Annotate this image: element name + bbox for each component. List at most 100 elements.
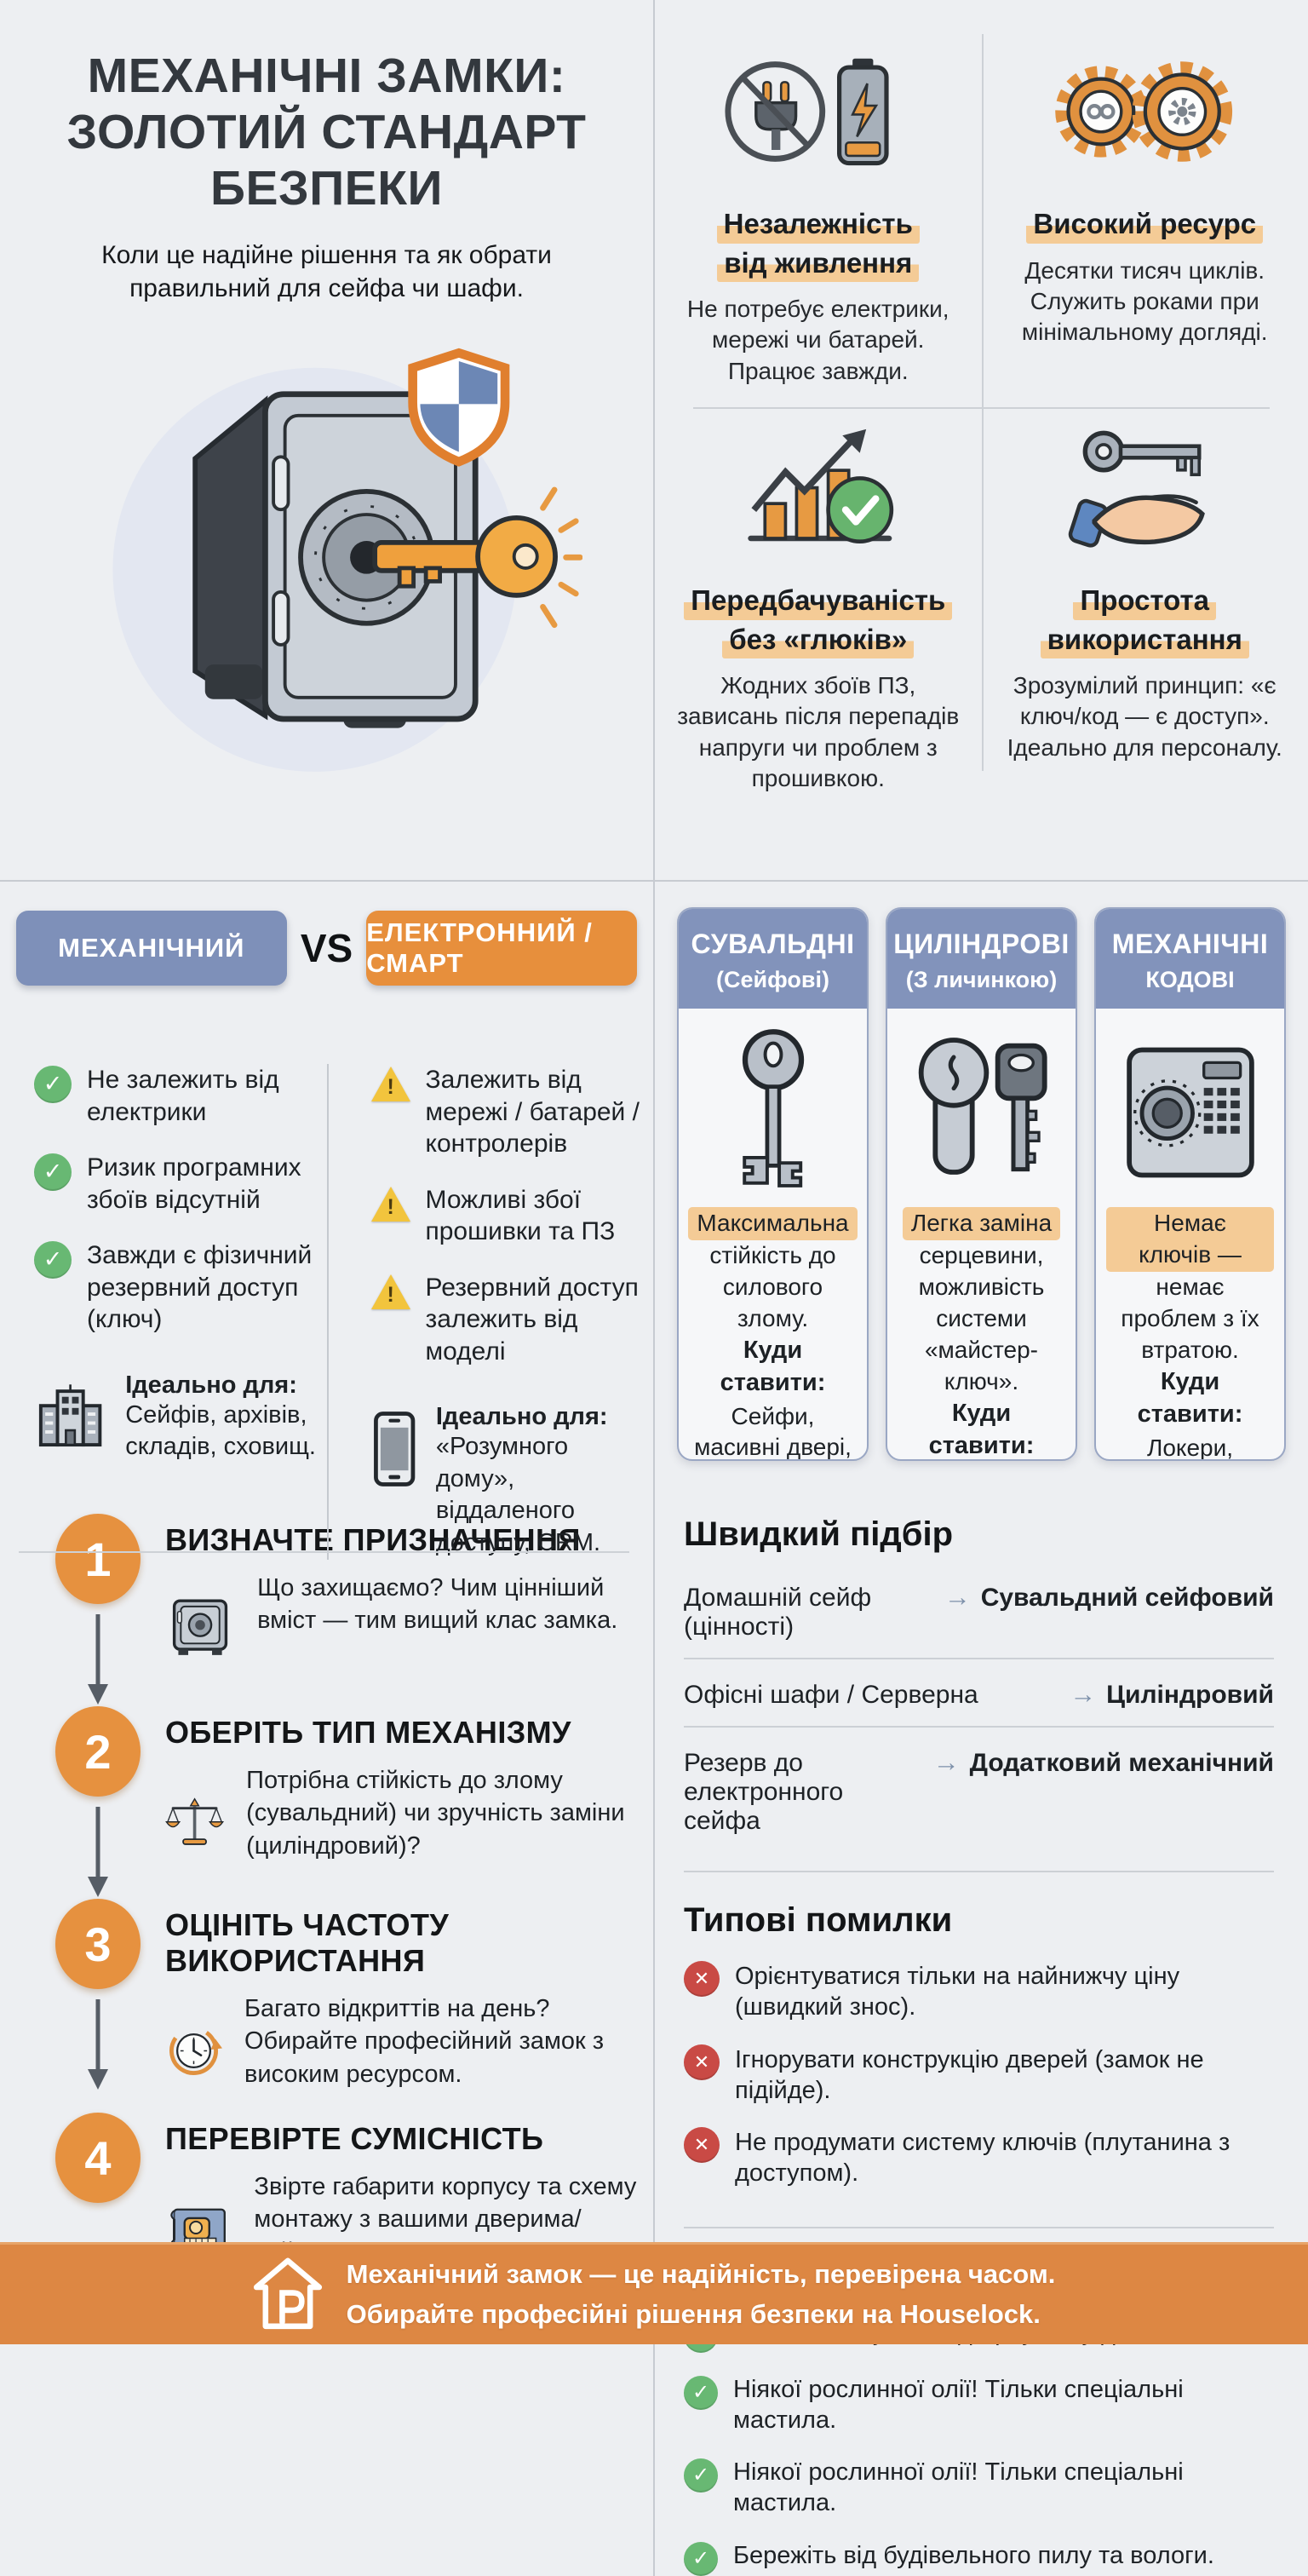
ideal-for-label: Ідеально для:	[436, 1403, 608, 1430]
list-item-text: Завжди є фізичний резервний доступ (ключ…	[87, 1239, 320, 1336]
house-logo-icon	[253, 2257, 323, 2333]
list-item: Залежить від мережі / батарей / контроле…	[371, 1064, 647, 1160]
quick-pick-table: Домашній сейф (цінності) → Сувальдний се…	[684, 1562, 1274, 1852]
ideal-for-text: «Розумного дому», віддаленого доступу, C…	[436, 1431, 646, 1560]
quick-pick-row: Офісні шафи / Серверна → Циліндровий	[684, 1659, 1274, 1728]
subsection-divider	[684, 2227, 1274, 2228]
list-item-text: Резервний доступ залежить від моделі	[426, 1272, 647, 1368]
benefit-title-line: Незалежність	[717, 204, 920, 244]
lock-type-card-code: МЕХАНІЧНІ КОДОВІ	[1094, 907, 1286, 1461]
benefit-text: Десятки тисяч циклів. Служить роками при…	[1004, 256, 1287, 348]
card-subtitle: КОДОВІ	[1099, 967, 1281, 993]
mistake-text: Не продумати систему ключів (плутанина з…	[735, 2127, 1274, 2189]
step-content: ОЦІНІТЬ ЧАСТОТУ ВИКОРИСТАННЯ	[162, 1899, 653, 2113]
lock-type-card-lever: СУВАЛЬДНІ (Сейфові)	[677, 907, 869, 1461]
mechanical-badge: МЕХАНІЧНИЙ	[16, 911, 287, 986]
care-item: Бережіть від будівельного пилу та вологи…	[684, 2540, 1274, 2576]
warning-icon	[371, 1274, 410, 1309]
benefit-simplicity: Простота використання Зрозумілий принцип…	[982, 407, 1308, 795]
cross-icon	[684, 2127, 720, 2163]
care-item: Ніякої рослинної олії! Тільки спеціальні…	[684, 2457, 1274, 2519]
lock-type-card-cylinder: ЦИЛІНДРОВІ (З личинкою)	[886, 907, 1077, 1461]
benefits-grid: Незалежність від живлення Не потребує ел…	[655, 31, 1308, 795]
smartphone-icon	[371, 1403, 417, 1495]
card-note-rest: серцевини, можливість системи «майстер-к…	[919, 1242, 1045, 1394]
care-text: Бережіть від будівельного пилу та вологи…	[733, 2540, 1214, 2571]
mistakes-list: Орієнтуватися тільки на найнижчу ціну (ш…	[684, 1961, 1274, 2189]
step-text: Багато відкриттів на день? Обирайте проф…	[244, 1989, 653, 2090]
step-title: ОБЕРІТЬ ТИП МЕХАНІЗМУ	[165, 1715, 653, 1751]
bottom-section: 1 ВИЗНАЧТЕ ПРИЗНАЧЕННЯ	[0, 1480, 1308, 2242]
benefit-title-line: Передбачуваність	[684, 581, 952, 620]
card-note-highlight: Легка заміна	[903, 1207, 1060, 1240]
page-subtitle: Коли це надійне рішення та як обрати пра…	[76, 239, 578, 305]
card-where: Куди ставити: Офісні двері, шафи, техніч…	[898, 1398, 1065, 1461]
quick-pick-need: Офісні шафи / Серверна	[684, 1681, 1059, 1710]
benefit-title-line: від живлення	[717, 244, 919, 283]
arrow-right-icon: →	[1070, 1679, 1096, 1710]
warning-icon	[371, 1067, 410, 1101]
step-marker: 3	[34, 1899, 162, 2113]
list-item-text: Ризик програмних збоїв відсутній	[87, 1152, 320, 1216]
lock-types-section: СУВАЛЬДНІ (Сейфові)	[653, 882, 1308, 1560]
card-where: Куди ставити: Локери, шафки персоналу, к…	[1106, 1366, 1274, 1461]
where-label: Куди ставити:	[689, 1335, 857, 1399]
benefit-title: Високий ресурс	[1026, 204, 1263, 244]
steps-section: 1 ВИЗНАЧТЕ ПРИЗНАЧЕННЯ	[0, 1480, 653, 2576]
check-icon	[34, 1241, 72, 1279]
card-where: Куди ставити: Сейфи, масивні двері, кімн…	[689, 1335, 857, 1461]
benefit-text: Зрозумілий принцип: «є ключ/код — є дост…	[1004, 670, 1287, 763]
quick-pick-answer: Сувальдний сейфовий	[981, 1584, 1274, 1613]
safe-icon	[165, 1568, 235, 1688]
title-hero-block: МЕХАНІЧНІ ЗАМКИ: ЗОЛОТИЙ СТАНДАРТ БЕЗПЕК…	[0, 0, 653, 880]
hero-illustration	[0, 310, 653, 825]
quick-pick-row: Резерв до електронного сейфа → Додаткови…	[684, 1728, 1274, 1852]
mistake-item: Орієнтуватися тільки на найнижчу ціну (ш…	[684, 1961, 1274, 2023]
mechanical-column: Не залежить від електрики Ризик програмн…	[0, 1064, 327, 1560]
middle-section: МЕХАНІЧНИЙ VS ЕЛЕКТРОННИЙ / СМАРТ Не зал…	[0, 882, 1308, 1480]
check-icon	[34, 1066, 72, 1103]
building-icon	[34, 1371, 106, 1460]
quick-pick-row: Домашній сейф (цінності) → Сувальдний се…	[684, 1562, 1274, 1659]
electronic-column: Залежить від мережі / батарей / контроле…	[327, 1064, 654, 1560]
mistake-item: Ігнорувати конструкцію дверей (замок не …	[684, 2044, 1274, 2107]
list-item-text: Залежить від мережі / батарей / контроле…	[426, 1064, 647, 1160]
step-title: ОЦІНІТЬ ЧАСТОТУ ВИКОРИСТАННЯ	[165, 1907, 653, 1979]
quick-pick-need: Домашній сейф (цінності)	[684, 1584, 934, 1642]
footer: Механічний замок — це надійність, переві…	[0, 2242, 1308, 2344]
ideal-for-text: Сейфів, архівів, складів, сховищ.	[125, 1400, 319, 1463]
step-number-badge: 4	[55, 2113, 141, 2203]
footer-line-1: Механічний замок — це надійність, переві…	[347, 2255, 1056, 2295]
hand-key-icon	[1064, 407, 1225, 569]
card-header: МЕХАНІЧНІ КОДОВІ	[1096, 909, 1284, 1009]
arrow-down-icon	[87, 1999, 109, 2091]
card-note-rest: немає проблем з їх втратою.	[1121, 1274, 1259, 1363]
mistake-text: Орієнтуватися тільки на найнижчу ціну (ш…	[735, 1961, 1274, 2023]
step-marker: 2	[34, 1706, 162, 1899]
card-note: Легка заміна серцевини, можливість систе…	[898, 1207, 1065, 1398]
electronic-badge: ЕЛЕКТРОННИЙ / СМАРТ	[366, 911, 637, 986]
comparison-section: МЕХАНІЧНИЙ VS ЕЛЕКТРОННИЙ / СМАРТ Не зал…	[0, 882, 653, 1560]
benefit-predictability: Передбачуваність без «глюків» Жодних збо…	[655, 407, 982, 795]
code-lock-icon	[1110, 1021, 1271, 1204]
care-text: Ніякої рослинної олії! Тільки спеціальні…	[733, 2457, 1274, 2519]
infographic-page: МЕХАНІЧНІ ЗАМКИ: ЗОЛОТИЙ СТАНДАРТ БЕЗПЕК…	[0, 0, 1308, 2344]
mistake-item: Не продумати систему ключів (плутанина з…	[684, 2127, 1274, 2189]
check-icon	[34, 1153, 72, 1191]
card-title: ЦИЛІНДРОВІ	[891, 928, 1072, 960]
where-text: Сейфи, масивні двері, кімнати схову.	[694, 1403, 852, 1461]
step-text: Потрібна стійкість до злому (сувальдний)…	[246, 1761, 653, 1862]
arrow-right-icon: →	[933, 1747, 960, 1778]
advice-section: Швидкий підбір Домашній сейф (цінності) …	[653, 1480, 1308, 2576]
card-note-rest: стійкість до силового злому.	[709, 1242, 835, 1331]
care-item: Ніякої рослинної олії! Тільки спеціальні…	[684, 2374, 1274, 2436]
check-icon	[684, 2376, 718, 2410]
mistakes-title: Типові помилки	[684, 1901, 1274, 1940]
card-subtitle: (З личинкою)	[891, 967, 1072, 993]
page-title-line: МЕХАНІЧНІ ЗАМКИ:	[0, 48, 653, 104]
card-note-highlight: Максимальна	[688, 1207, 857, 1240]
scales-icon	[165, 1761, 224, 1882]
benefit-title: Простота використання	[1041, 581, 1249, 658]
card-header: ЦИЛІНДРОВІ (З личинкою)	[887, 909, 1076, 1009]
benefit-title-line: Простота	[1073, 581, 1216, 620]
